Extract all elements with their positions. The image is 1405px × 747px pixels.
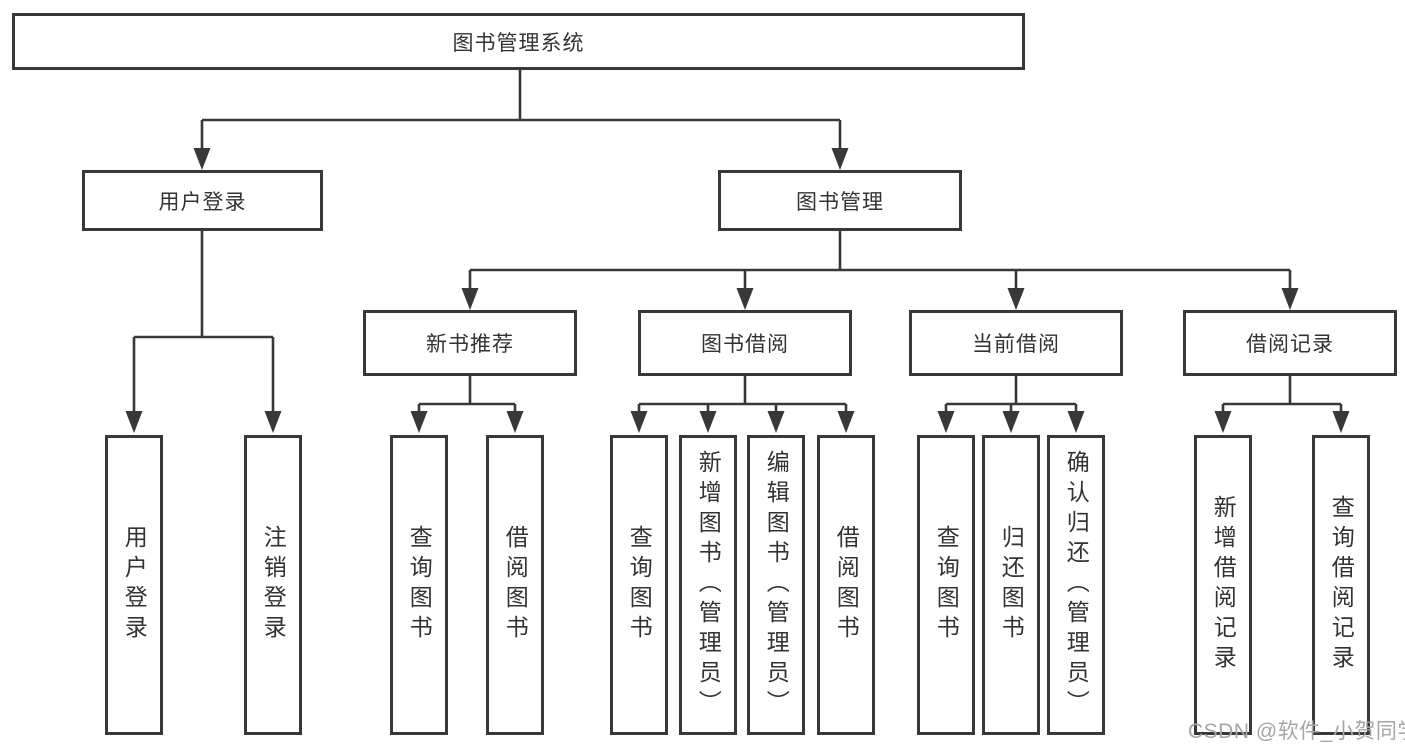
node-label: 借阅记录	[1246, 333, 1334, 356]
leaf-br-query-record: 查询借阅记录	[1312, 435, 1370, 735]
leaf-nb-borrow-books: 借阅图书	[486, 435, 544, 735]
leaf-bb-add-books-admin: 新增图书（管理员）	[679, 435, 737, 735]
node-label: 归还图书	[998, 525, 1025, 645]
arrowhead-icon	[1007, 288, 1025, 310]
connector-line	[132, 231, 275, 413]
node-borrow-record: 借阅记录	[1183, 310, 1397, 376]
node-book-borrow: 图书借阅	[638, 310, 852, 376]
connector-line	[200, 70, 842, 150]
arrowhead-icon	[937, 411, 955, 433]
node-label: 图书管理系统	[452, 31, 585, 55]
node-label: 图书借阅	[701, 333, 789, 356]
node-book-management-branch: 图书管理	[718, 170, 962, 231]
connector-line	[468, 231, 1292, 289]
connector-line	[417, 376, 517, 413]
node-label: 新增借阅记录	[1210, 495, 1237, 675]
watermark: CSDN @软件_小贺同学	[1188, 720, 1405, 743]
node-label: 当前借阅	[972, 333, 1060, 356]
arrowhead-icon	[264, 411, 282, 433]
node-label: 用户登录	[121, 525, 148, 645]
arrowhead-icon	[767, 411, 785, 433]
node-label: 新增图书（管理员）	[695, 450, 722, 720]
arrowhead-icon	[699, 411, 717, 433]
node-current-borrow: 当前借阅	[909, 310, 1123, 376]
node-label: 新书推荐	[426, 333, 514, 356]
leaf-nb-query-books: 查询图书	[390, 435, 448, 735]
arrowhead-icon	[1332, 411, 1350, 433]
node-label: 用户登录	[158, 190, 247, 214]
node-label: 查询借阅记录	[1328, 495, 1355, 675]
leaf-logout: 注销登录	[244, 435, 302, 735]
leaf-cb-query-books: 查询图书	[917, 435, 975, 735]
leaf-cb-confirm-return-admin: 确认归还（管理员）	[1047, 435, 1105, 735]
arrowhead-icon	[1002, 411, 1020, 433]
connector-line	[637, 376, 848, 413]
connector-line	[944, 376, 1078, 413]
arrowhead-icon	[461, 288, 479, 310]
arrowhead-icon	[1067, 411, 1085, 433]
arrowhead-icon	[1281, 288, 1299, 310]
arrowhead-icon	[125, 411, 143, 433]
node-label: 借阅图书	[833, 525, 860, 645]
leaf-bb-borrow-books: 借阅图书	[817, 435, 875, 735]
node-label: 借阅图书	[502, 525, 529, 645]
leaf-user-login: 用户登录	[105, 435, 163, 735]
node-root: 图书管理系统	[12, 13, 1025, 70]
leaf-cb-return-books: 归还图书	[982, 435, 1040, 735]
node-new-book-recommend: 新书推荐	[363, 310, 577, 376]
leaf-bb-edit-books-admin: 编辑图书（管理员）	[747, 435, 805, 735]
leaf-br-add-record: 新增借阅记录	[1194, 435, 1252, 735]
arrowhead-icon	[1214, 411, 1232, 433]
connector-line	[1221, 376, 1343, 413]
arrowhead-icon	[506, 411, 524, 433]
node-label: 确认归还（管理员）	[1063, 450, 1090, 720]
arrowhead-icon	[193, 148, 211, 170]
node-label: 查询图书	[406, 525, 433, 645]
arrowhead-icon	[831, 148, 849, 170]
arrowhead-icon	[630, 411, 648, 433]
node-label: 查询图书	[626, 525, 653, 645]
node-label: 编辑图书（管理员）	[763, 450, 790, 720]
leaf-bb-query-books: 查询图书	[610, 435, 668, 735]
arrowhead-icon	[837, 411, 855, 433]
arrowhead-icon	[736, 288, 754, 310]
node-user-login-branch: 用户登录	[82, 170, 323, 231]
node-label: 查询图书	[933, 525, 960, 645]
arrowhead-icon	[410, 411, 428, 433]
node-label: 图书管理	[796, 190, 884, 214]
node-label: 注销登录	[260, 525, 287, 645]
